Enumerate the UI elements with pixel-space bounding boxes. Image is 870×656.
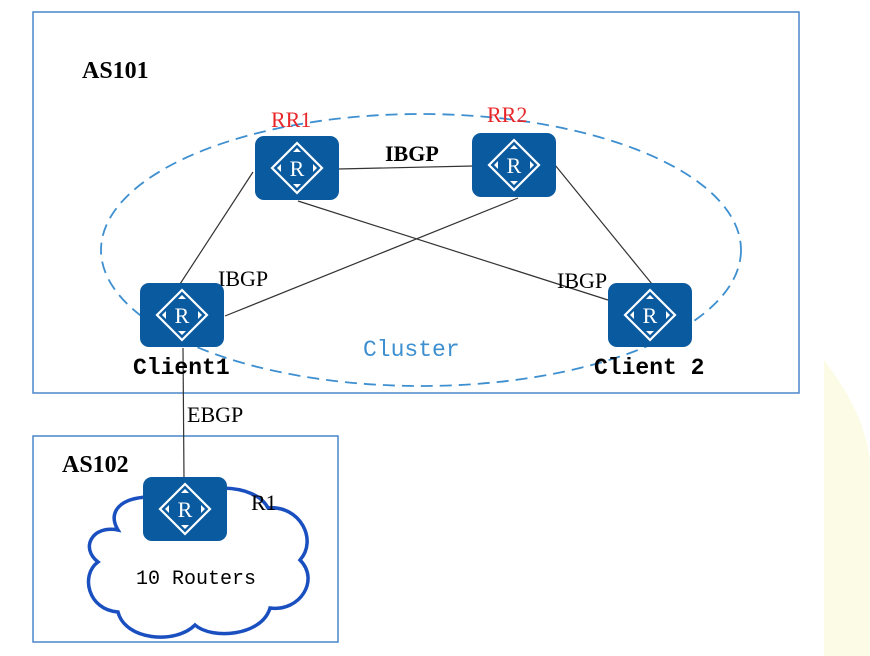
- ibgp-right-label: IBGP: [557, 268, 607, 293]
- router-diamond: [270, 141, 324, 195]
- router-client2: R: [608, 283, 692, 347]
- link-rr1-client1: [179, 171, 254, 285]
- router-glyph: R: [643, 303, 658, 328]
- ibgp-left-label: IBGP: [218, 266, 268, 291]
- link-rr1-rr2: [337, 165, 474, 170]
- link-rr2-client1: [224, 197, 519, 317]
- corner-tint: [824, 360, 870, 656]
- router-diamond: [623, 288, 677, 342]
- router-icon: [143, 477, 227, 541]
- router-client1: R: [140, 283, 224, 347]
- router-rr1: R: [255, 136, 339, 200]
- rr1-label: RR1: [271, 107, 311, 132]
- links: [179, 164, 653, 481]
- ibgp-top-label: IBGP: [385, 141, 439, 166]
- router-diamond: [487, 138, 541, 192]
- client2-label: Client 2: [594, 355, 704, 381]
- link-rr2-client2: [554, 164, 653, 285]
- client1-label: Client1: [133, 355, 230, 381]
- cluster-label: Cluster: [363, 337, 460, 363]
- link-client1-r1: [182, 347, 185, 481]
- router-glyph: R: [178, 497, 193, 522]
- ebgp-label: EBGP: [187, 402, 243, 427]
- router-diamond: [155, 288, 209, 342]
- as101-label: AS101: [82, 58, 149, 84]
- as101-box: [32, 11, 800, 394]
- router-glyph: R: [175, 303, 190, 328]
- router-glyph: R: [290, 156, 305, 181]
- router-glyph: R: [507, 153, 522, 178]
- as102-box: [32, 435, 339, 643]
- rr2-label: RR2: [487, 102, 527, 127]
- cluster-ellipse: [100, 113, 742, 387]
- cloud-label: 10 Routers: [136, 568, 256, 591]
- router-icon: [140, 283, 224, 347]
- as102-label: AS102: [62, 452, 129, 478]
- link-rr1-client2: [297, 200, 609, 301]
- router-r1: R: [143, 477, 227, 541]
- router-diamond: [158, 482, 212, 536]
- router-icon: [472, 133, 556, 197]
- router-icon: [608, 283, 692, 347]
- router-icon: [255, 136, 339, 200]
- r1-label: R1: [251, 490, 277, 515]
- router-rr2: R: [472, 133, 556, 197]
